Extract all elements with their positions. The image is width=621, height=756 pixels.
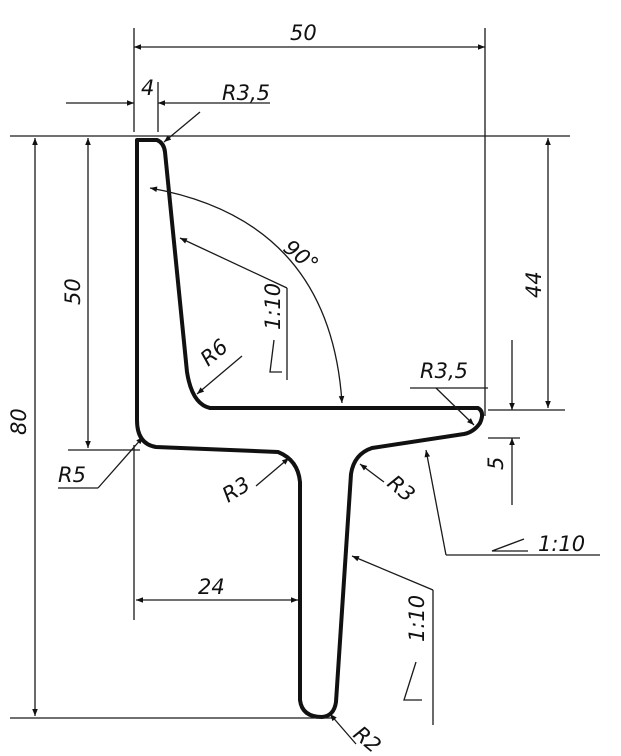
dim-radius-web-right: R3 bbox=[383, 470, 420, 506]
taper-symbol-horizontal bbox=[491, 538, 528, 552]
dim-taper-vertical: 1:10 bbox=[261, 283, 285, 330]
profile-section bbox=[135, 138, 485, 719]
extension-lines bbox=[10, 28, 570, 719]
dim-web-offset: 24 bbox=[198, 575, 225, 599]
dim-radius-bottom: R2 bbox=[349, 721, 386, 756]
taper-symbol-web bbox=[403, 661, 422, 701]
dim-radius-right-tip: R3,5 bbox=[420, 359, 468, 383]
dim-radius-top: R3,5 bbox=[222, 81, 270, 105]
dim-top-width: 50 bbox=[290, 21, 317, 45]
dim-height-total: 80 bbox=[7, 408, 31, 435]
dim-taper-web: 1:10 bbox=[405, 595, 429, 642]
dim-height-left: 50 bbox=[61, 278, 85, 305]
taper-symbol-vertical bbox=[269, 339, 282, 373]
dim-height-right: 44 bbox=[522, 271, 546, 298]
dim-tip-thickness: 5 bbox=[484, 457, 508, 470]
dim-flange-thickness: 4 bbox=[141, 76, 154, 100]
dim-angle: 90° bbox=[279, 235, 323, 277]
dim-radius-corner: R5 bbox=[58, 463, 86, 487]
dim-taper-horizontal: 1:10 bbox=[538, 532, 585, 556]
dim-radius-inner: R6 bbox=[196, 334, 233, 370]
dim-radius-web-left: R3 bbox=[218, 472, 254, 507]
dim-angle-arc bbox=[149, 186, 345, 404]
